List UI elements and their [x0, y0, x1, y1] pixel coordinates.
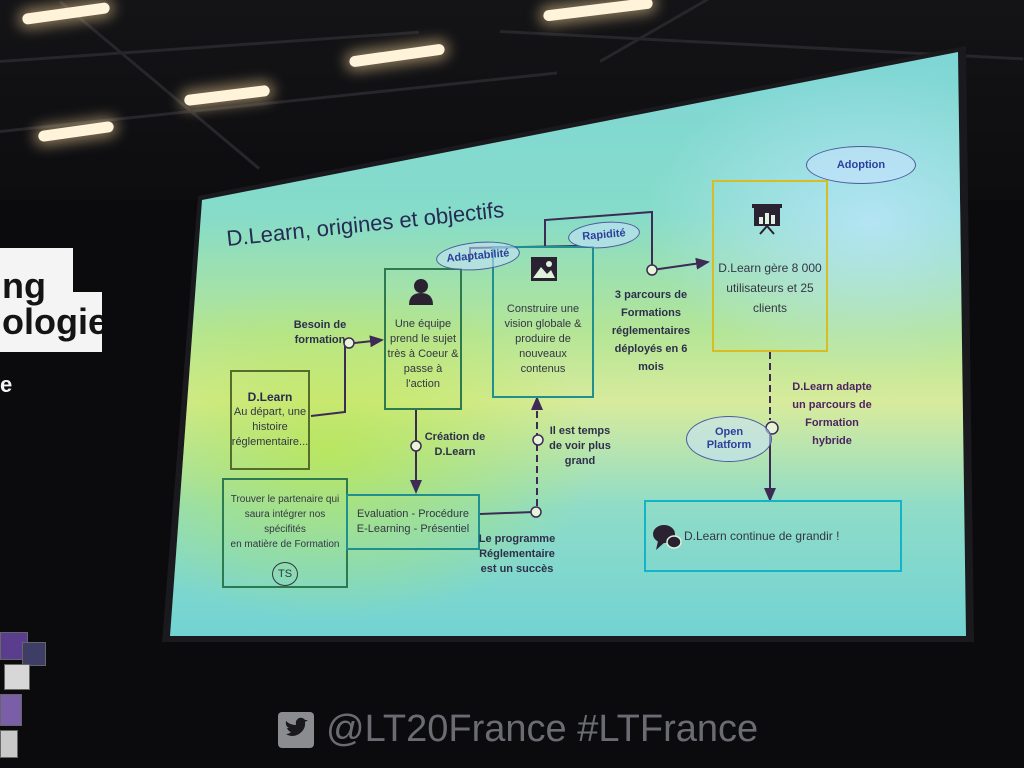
box-line: Une équipe [394, 317, 452, 330]
decor-cube [4, 664, 30, 690]
box-line: saura intégrer nos spécifités [244, 509, 326, 535]
label-line: Formation [805, 417, 859, 429]
label-adapte: D.Learn adapte un parcours de Formation … [786, 378, 878, 450]
box-line: Trouver le partenaire qui [230, 494, 340, 505]
box-line: D.Learn continue de grandir ! [684, 528, 840, 543]
banner-tail: e [0, 372, 13, 397]
label-line: Il est temps [549, 425, 611, 437]
box-partner: Trouver le partenaire qui saura intégrer… [222, 478, 348, 588]
box-team: Une équipe prend le sujet très à Coeur &… [384, 268, 462, 410]
label-line: déployés en 6 [614, 343, 688, 355]
decor-cube [0, 730, 18, 758]
box-line: contenus [520, 362, 566, 375]
box-line: prend le sujet [389, 332, 457, 345]
box-vision: Construire une vision globale & produire… [492, 246, 594, 398]
dlearn-logo-text: D.Learn [247, 390, 293, 404]
connector-parcours [651, 257, 710, 271]
watermark-text: @LT20France #LTFrance [326, 708, 759, 750]
box-users: D.Learn gère 8 000 utilisateurs et 25 cl… [712, 180, 828, 352]
box-line: produire de [515, 332, 571, 345]
label-creation: Création de D.Learn [424, 430, 486, 460]
box-line: clients [752, 301, 787, 315]
decor-cube [22, 642, 46, 666]
label-line: mois [638, 361, 664, 373]
box-line: réglementaire... [231, 436, 309, 448]
connector-node [532, 434, 544, 446]
box-line: très à Coeur & [387, 347, 459, 360]
person-icon [409, 279, 433, 305]
label-programme: Le programme Réglementaire est un succès [478, 532, 556, 577]
box-dlearn-origin: D.Learn Au départ, une histoire réglemen… [230, 370, 310, 470]
label-line: D.Learn [434, 446, 476, 458]
label-line: Formations [621, 307, 681, 319]
box-line: l'action [406, 377, 440, 390]
box-line: vision globale & [504, 317, 582, 330]
presentation-board-icon [752, 204, 782, 235]
label-line: grand [564, 455, 596, 467]
label-line: de voir plus [549, 440, 611, 452]
label-temps: Il est temps de voir plus grand [548, 424, 612, 469]
box-line: Construire une [506, 302, 580, 315]
decor-cube [0, 694, 22, 726]
label-besoin: Besoin de formation [290, 318, 350, 348]
twitter-bird-icon [278, 711, 314, 748]
cloud-open-platform: Open Platform [686, 416, 772, 462]
box-line: D.Learn gère 8 000 [718, 261, 822, 275]
cloud-adoption: Adoption [806, 146, 916, 184]
label-line: formation [294, 334, 346, 346]
label-line: Création de [424, 431, 486, 443]
cloud-line: Platform [706, 439, 752, 451]
connector-node [410, 440, 422, 452]
ts-logo: TS [272, 562, 298, 586]
cloud-line: Open [714, 426, 744, 438]
label-line: un parcours de [792, 399, 872, 411]
connector-node [530, 506, 542, 518]
box-line: Evaluation - Procédure [357, 508, 469, 520]
label-line: est un succès [480, 563, 554, 575]
label-parcours: 3 parcours de Formations réglementaires … [610, 286, 692, 376]
box-line: nouveaux [519, 347, 567, 360]
box-line: utilisateurs et 25 [726, 281, 814, 295]
box-eval: Evaluation - Procédure E-Learning - Prés… [346, 494, 480, 550]
box-grow: D.Learn continue de grandir ! [644, 500, 902, 572]
label-line: Besoin de [293, 319, 347, 331]
chat-bubbles-icon [653, 525, 682, 550]
connector-node [343, 337, 355, 349]
label-line: D.Learn adapte [792, 381, 872, 393]
box-line: passe à [403, 362, 443, 375]
connector-besoin [310, 335, 384, 417]
event-hashtag-watermark: @LT20France #LTFrance [278, 708, 758, 751]
label-line: Réglementaire [479, 548, 555, 560]
label-line: hybride [812, 435, 852, 447]
box-line: Au départ, une [233, 406, 307, 418]
box-line: E-Learning - Présentiel [356, 523, 470, 535]
connector-programme [479, 511, 535, 515]
connector-rapidite [544, 210, 653, 270]
banner-line: ologies [2, 301, 129, 342]
connector-node [646, 264, 658, 276]
image-icon [531, 257, 557, 281]
box-line: en matière de Formation [230, 539, 340, 550]
label-line: réglementaires [611, 325, 691, 337]
label-line: 3 parcours de [614, 289, 688, 301]
label-line: Le programme [478, 533, 556, 545]
banner-line: ng [2, 265, 46, 306]
box-line: histoire [252, 421, 288, 433]
